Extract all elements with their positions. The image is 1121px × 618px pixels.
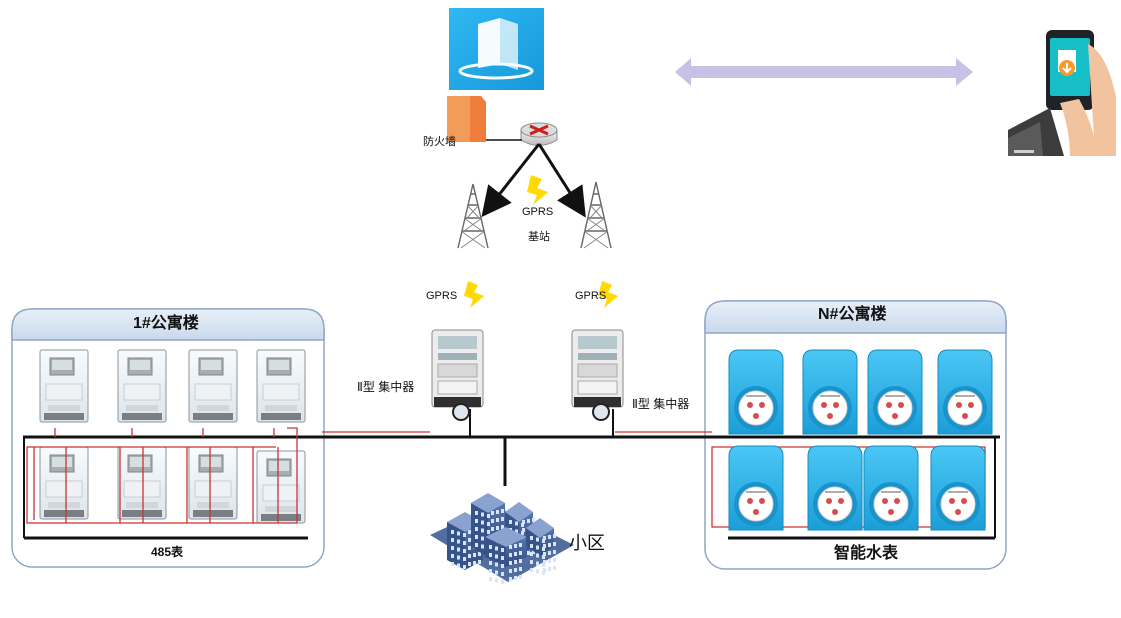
water-meter-2 [802, 349, 858, 435]
concentrator-left-label: Ⅱ型 集中器 [357, 380, 415, 394]
building-block-4 [485, 527, 527, 584]
water-meter-5 [728, 445, 784, 531]
water-meter-8 [930, 445, 986, 531]
water-meter-6 [807, 445, 863, 531]
gprs-right-label: GPRS [575, 290, 607, 302]
cell-tower-left [457, 183, 489, 249]
water-meter-4 [937, 349, 993, 435]
main-wiring [23, 409, 1000, 540]
water-meter-7 [863, 445, 919, 531]
server-icon [449, 8, 544, 90]
mobile-phone-icon [1008, 30, 1116, 156]
electric-meter-2 [117, 349, 167, 423]
electric-meter-1 [39, 349, 89, 423]
residential-area-label: 小区 [569, 533, 605, 553]
electric-meter-4 [256, 349, 306, 423]
water-meter-3 [867, 349, 923, 435]
lightning-icon-right [598, 281, 618, 308]
left-red-wiring [26, 427, 298, 524]
lightning-icon-left [464, 281, 484, 308]
electric-meter-group-left [39, 349, 306, 524]
electric-meter-7 [188, 446, 238, 520]
building-block-5 [526, 518, 556, 575]
lightning-icon-top [527, 175, 548, 205]
water-meter-group-right [728, 349, 993, 531]
concentrator-device-left [431, 329, 484, 421]
meter-left-caption: 485表 [151, 545, 184, 559]
base-station-label: 基站 [528, 231, 550, 243]
router-icon [520, 122, 558, 146]
water-meter-1 [728, 349, 784, 435]
electric-meter-3 [188, 349, 238, 423]
apartment-left-title: 1#公寓楼 [133, 315, 199, 332]
cell-tower-right [580, 181, 612, 249]
gprs-link-arrows [481, 143, 586, 218]
gprs-top-label: GPRS [522, 206, 554, 218]
bidirectional-arrow [675, 58, 973, 86]
residential-buildings-icon [430, 493, 574, 584]
concentrator-right-label: Ⅱ型 集中器 [632, 397, 690, 411]
firewall-label: 防火墙 [423, 136, 456, 148]
apartment-right-title: N#公寓楼 [818, 306, 887, 323]
gprs-left-label: GPRS [426, 290, 458, 302]
electric-meter-5 [39, 446, 89, 520]
electric-meter-8 [256, 450, 306, 524]
concentrator-device-right [571, 329, 624, 421]
electric-meter-6 [117, 446, 167, 520]
meter-right-caption: 智能水表 [834, 545, 899, 562]
firewall-icon [447, 96, 486, 142]
